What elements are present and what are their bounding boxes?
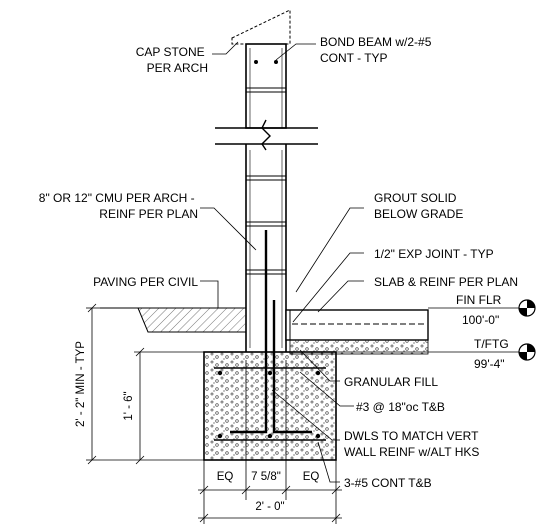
paving-left bbox=[137, 307, 247, 333]
tftg-label: T/FTG bbox=[474, 337, 509, 351]
grout-label: GROUT SOLID BELOW GRADE bbox=[374, 191, 463, 221]
cmu-label: 8" OR 12" CMU PER ARCH - REINF PER PLAN bbox=[39, 191, 198, 221]
tftg-marker bbox=[518, 343, 536, 361]
bond-beam-label: BOND BEAM w/2-#5 CONT - TYP bbox=[320, 35, 435, 65]
break-line bbox=[215, 119, 318, 151]
fin-flr-value: 100'-0" bbox=[462, 313, 499, 327]
cont-bars bbox=[217, 370, 321, 439]
floor-slab bbox=[285, 309, 429, 341]
footing bbox=[203, 351, 337, 461]
fin-flr-label: FIN FLR bbox=[456, 293, 502, 307]
bond-beam-bar bbox=[274, 60, 278, 64]
cont-bars-label: 3-#5 CONT T&B bbox=[344, 476, 432, 490]
cap-stone bbox=[231, 9, 291, 45]
stirrups-label: #3 @ 18"oc T&B bbox=[356, 400, 445, 414]
granular-fill-label: GRANULAR FILL bbox=[344, 375, 438, 389]
cap-stone-label: CAP STONE PER ARCH bbox=[136, 45, 208, 75]
dimension-lines bbox=[86, 303, 342, 524]
wall-width-dimension: 7 5/8" bbox=[251, 471, 281, 483]
leaders bbox=[200, 41, 364, 483]
min-depth-dimension: 2' - 2" MIN - TYP bbox=[75, 341, 87, 427]
dowels-label: DWLS TO MATCH VERT WALL REINF w/ALT HKS bbox=[344, 429, 482, 459]
paving-label: PAVING PER CIVIL bbox=[93, 275, 198, 289]
slab-label: SLAB & REINF PER PLAN bbox=[374, 275, 518, 289]
footing-depth-dimension: 1' - 6" bbox=[123, 391, 135, 420]
dowels bbox=[230, 230, 312, 434]
footing-width-dimension: 2' - 0" bbox=[255, 501, 284, 513]
fin-flr-marker bbox=[518, 299, 536, 317]
eq-left-dimension: EQ bbox=[217, 471, 234, 483]
tftg-value: 99'-4" bbox=[474, 357, 505, 371]
granular-fill bbox=[289, 339, 429, 355]
exp-joint-label: 1/2" EXP JOINT - TYP bbox=[374, 247, 494, 261]
bond-beam-bar bbox=[254, 60, 258, 64]
stirrups bbox=[214, 367, 326, 441]
eq-right-dimension: EQ bbox=[303, 471, 320, 483]
